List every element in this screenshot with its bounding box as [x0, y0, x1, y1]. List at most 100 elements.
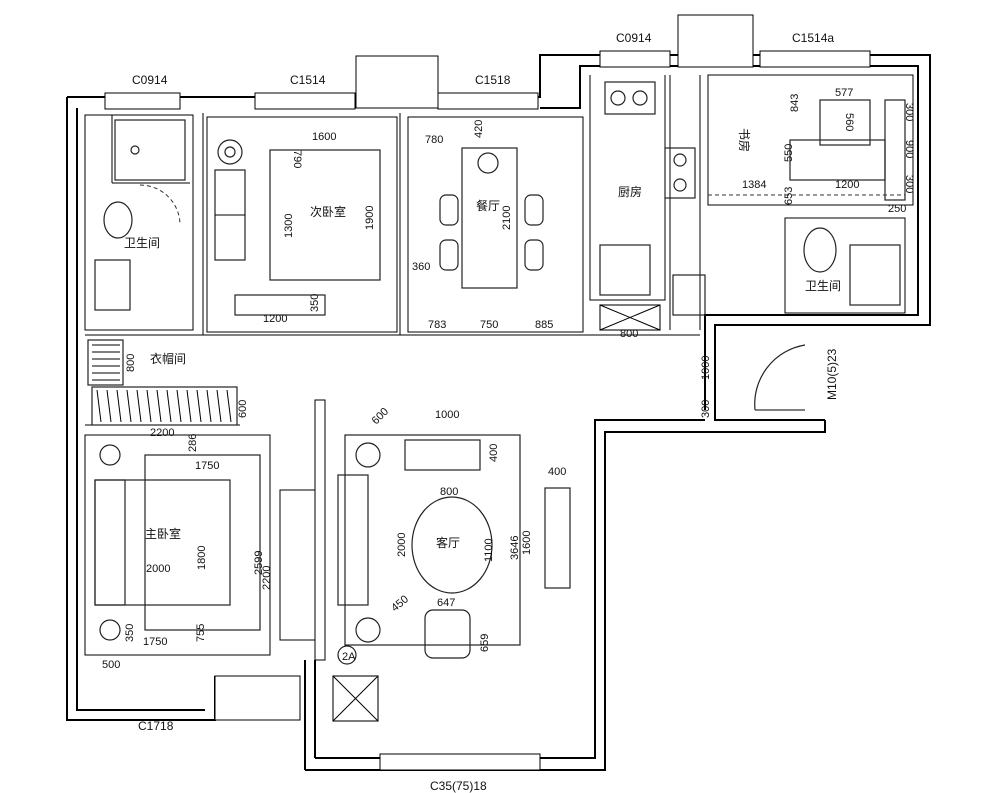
window-bay-top	[677, 14, 754, 68]
dim-750: 750	[480, 319, 498, 331]
room-second-bedroom: 次卧室	[310, 204, 346, 219]
dim-2200-master: 2200	[261, 566, 273, 590]
window-c1518	[437, 92, 539, 110]
dim-790: 790	[291, 150, 303, 168]
room-dining: 餐厅	[476, 198, 500, 213]
dim-780: 780	[425, 134, 443, 146]
shower-area	[114, 119, 186, 181]
hanger-line	[196, 389, 202, 423]
toilet	[103, 201, 133, 239]
hanger-line	[216, 389, 222, 423]
washbasin-right	[672, 274, 706, 316]
dim-800-cloak: 800	[125, 354, 137, 372]
hanger-line	[106, 389, 112, 423]
dim-1000-v: 1000	[700, 356, 712, 380]
entry-cabinet	[332, 675, 379, 722]
label-c1514-left: C1514	[290, 73, 326, 87]
dim-755: 755	[195, 624, 207, 642]
dim-800-kitchen: 800	[620, 328, 638, 340]
headboard-master	[94, 479, 126, 606]
sofa	[337, 474, 369, 606]
dim-1800: 1800	[196, 546, 208, 570]
washbasin	[94, 259, 131, 311]
dim-286: 286	[187, 434, 199, 452]
hanger-line	[156, 389, 162, 423]
desk-second	[234, 294, 326, 316]
ac-label: 2A	[342, 651, 356, 663]
study-furniture	[708, 99, 906, 201]
second-bedroom-furniture	[214, 139, 381, 316]
dim-600-living: 600	[370, 406, 391, 427]
dim-350-second: 350	[309, 294, 321, 312]
window-bay-bottom	[214, 675, 301, 721]
bookshelf	[884, 99, 906, 201]
hanger-line	[126, 389, 132, 423]
dim-900: 900	[903, 140, 915, 158]
dim-420: 420	[473, 120, 485, 138]
bathroom-left-fixtures	[94, 119, 186, 311]
hanger-line	[206, 389, 212, 423]
dim-653: 653	[783, 187, 795, 205]
dim-450: 450	[389, 593, 411, 614]
coffee-table	[411, 496, 493, 594]
cloakroom-racks	[87, 339, 238, 426]
stove	[664, 147, 696, 199]
hanger-line	[136, 389, 142, 423]
window-c1514-left	[254, 92, 356, 110]
dim-1300: 1300	[283, 214, 295, 238]
dim-2200-cloak: 2200	[150, 427, 174, 439]
dim-2599: 2599	[253, 551, 265, 575]
entry-door	[754, 344, 806, 411]
dim-500: 500	[102, 659, 120, 671]
dim-360: 360	[412, 261, 430, 273]
bed-second	[269, 149, 381, 281]
room-kitchen: 厨房	[618, 184, 642, 199]
label-door: M10(5)23	[825, 348, 839, 400]
dim-2000-master: 2000	[146, 563, 170, 575]
dim-2100: 2100	[501, 206, 513, 230]
sink	[604, 81, 656, 115]
kitchen-fixtures	[599, 81, 696, 331]
dim-1200-second: 1200	[263, 313, 287, 325]
dim-659: 659	[479, 634, 491, 652]
dim-350-master: 350	[124, 624, 136, 642]
dim-550: 550	[783, 144, 795, 162]
label-c1718: C1718	[138, 719, 174, 733]
study-desk	[789, 139, 886, 181]
dim-250: 250	[888, 203, 906, 215]
room-study: 书房	[737, 128, 752, 152]
dim-300-b: 300	[903, 175, 915, 193]
living-room-furniture	[332, 434, 571, 722]
study-chair	[819, 99, 871, 146]
bathroom-right-fixtures	[672, 227, 901, 316]
interior-walls	[84, 74, 914, 661]
armchair	[424, 609, 471, 659]
dim-300-a: 300	[903, 103, 915, 121]
window-c35	[379, 753, 541, 771]
dim-300-v: 300	[700, 400, 712, 418]
label-c1514a: C1514a	[792, 31, 834, 45]
hanger-line	[226, 389, 232, 423]
dim-647: 647	[437, 597, 455, 609]
room-master-bedroom: 主卧室	[145, 526, 181, 541]
bed-master	[94, 479, 231, 606]
dim-1750-bottom: 1750	[143, 636, 167, 648]
toilet-right	[803, 227, 837, 273]
hanger-line	[96, 389, 102, 423]
room-living: 客厅	[436, 535, 460, 550]
dim-3646: 3646	[509, 536, 521, 560]
dim-1600: 1600	[312, 131, 336, 143]
dim-1000-living: 1000	[435, 409, 459, 421]
label-c35: C35(75)18	[430, 779, 487, 793]
fridge	[599, 244, 651, 296]
hanger-line	[176, 389, 182, 423]
dim-800-living: 800	[440, 486, 458, 498]
dim-1900: 1900	[364, 206, 376, 230]
label-c1518: C1518	[475, 73, 511, 87]
tv-cabinet	[544, 487, 571, 589]
label-c0914-left: C0914	[132, 73, 168, 87]
dining-table	[461, 147, 518, 289]
dim-1100: 1100	[483, 538, 495, 562]
hanger-line	[116, 389, 122, 423]
